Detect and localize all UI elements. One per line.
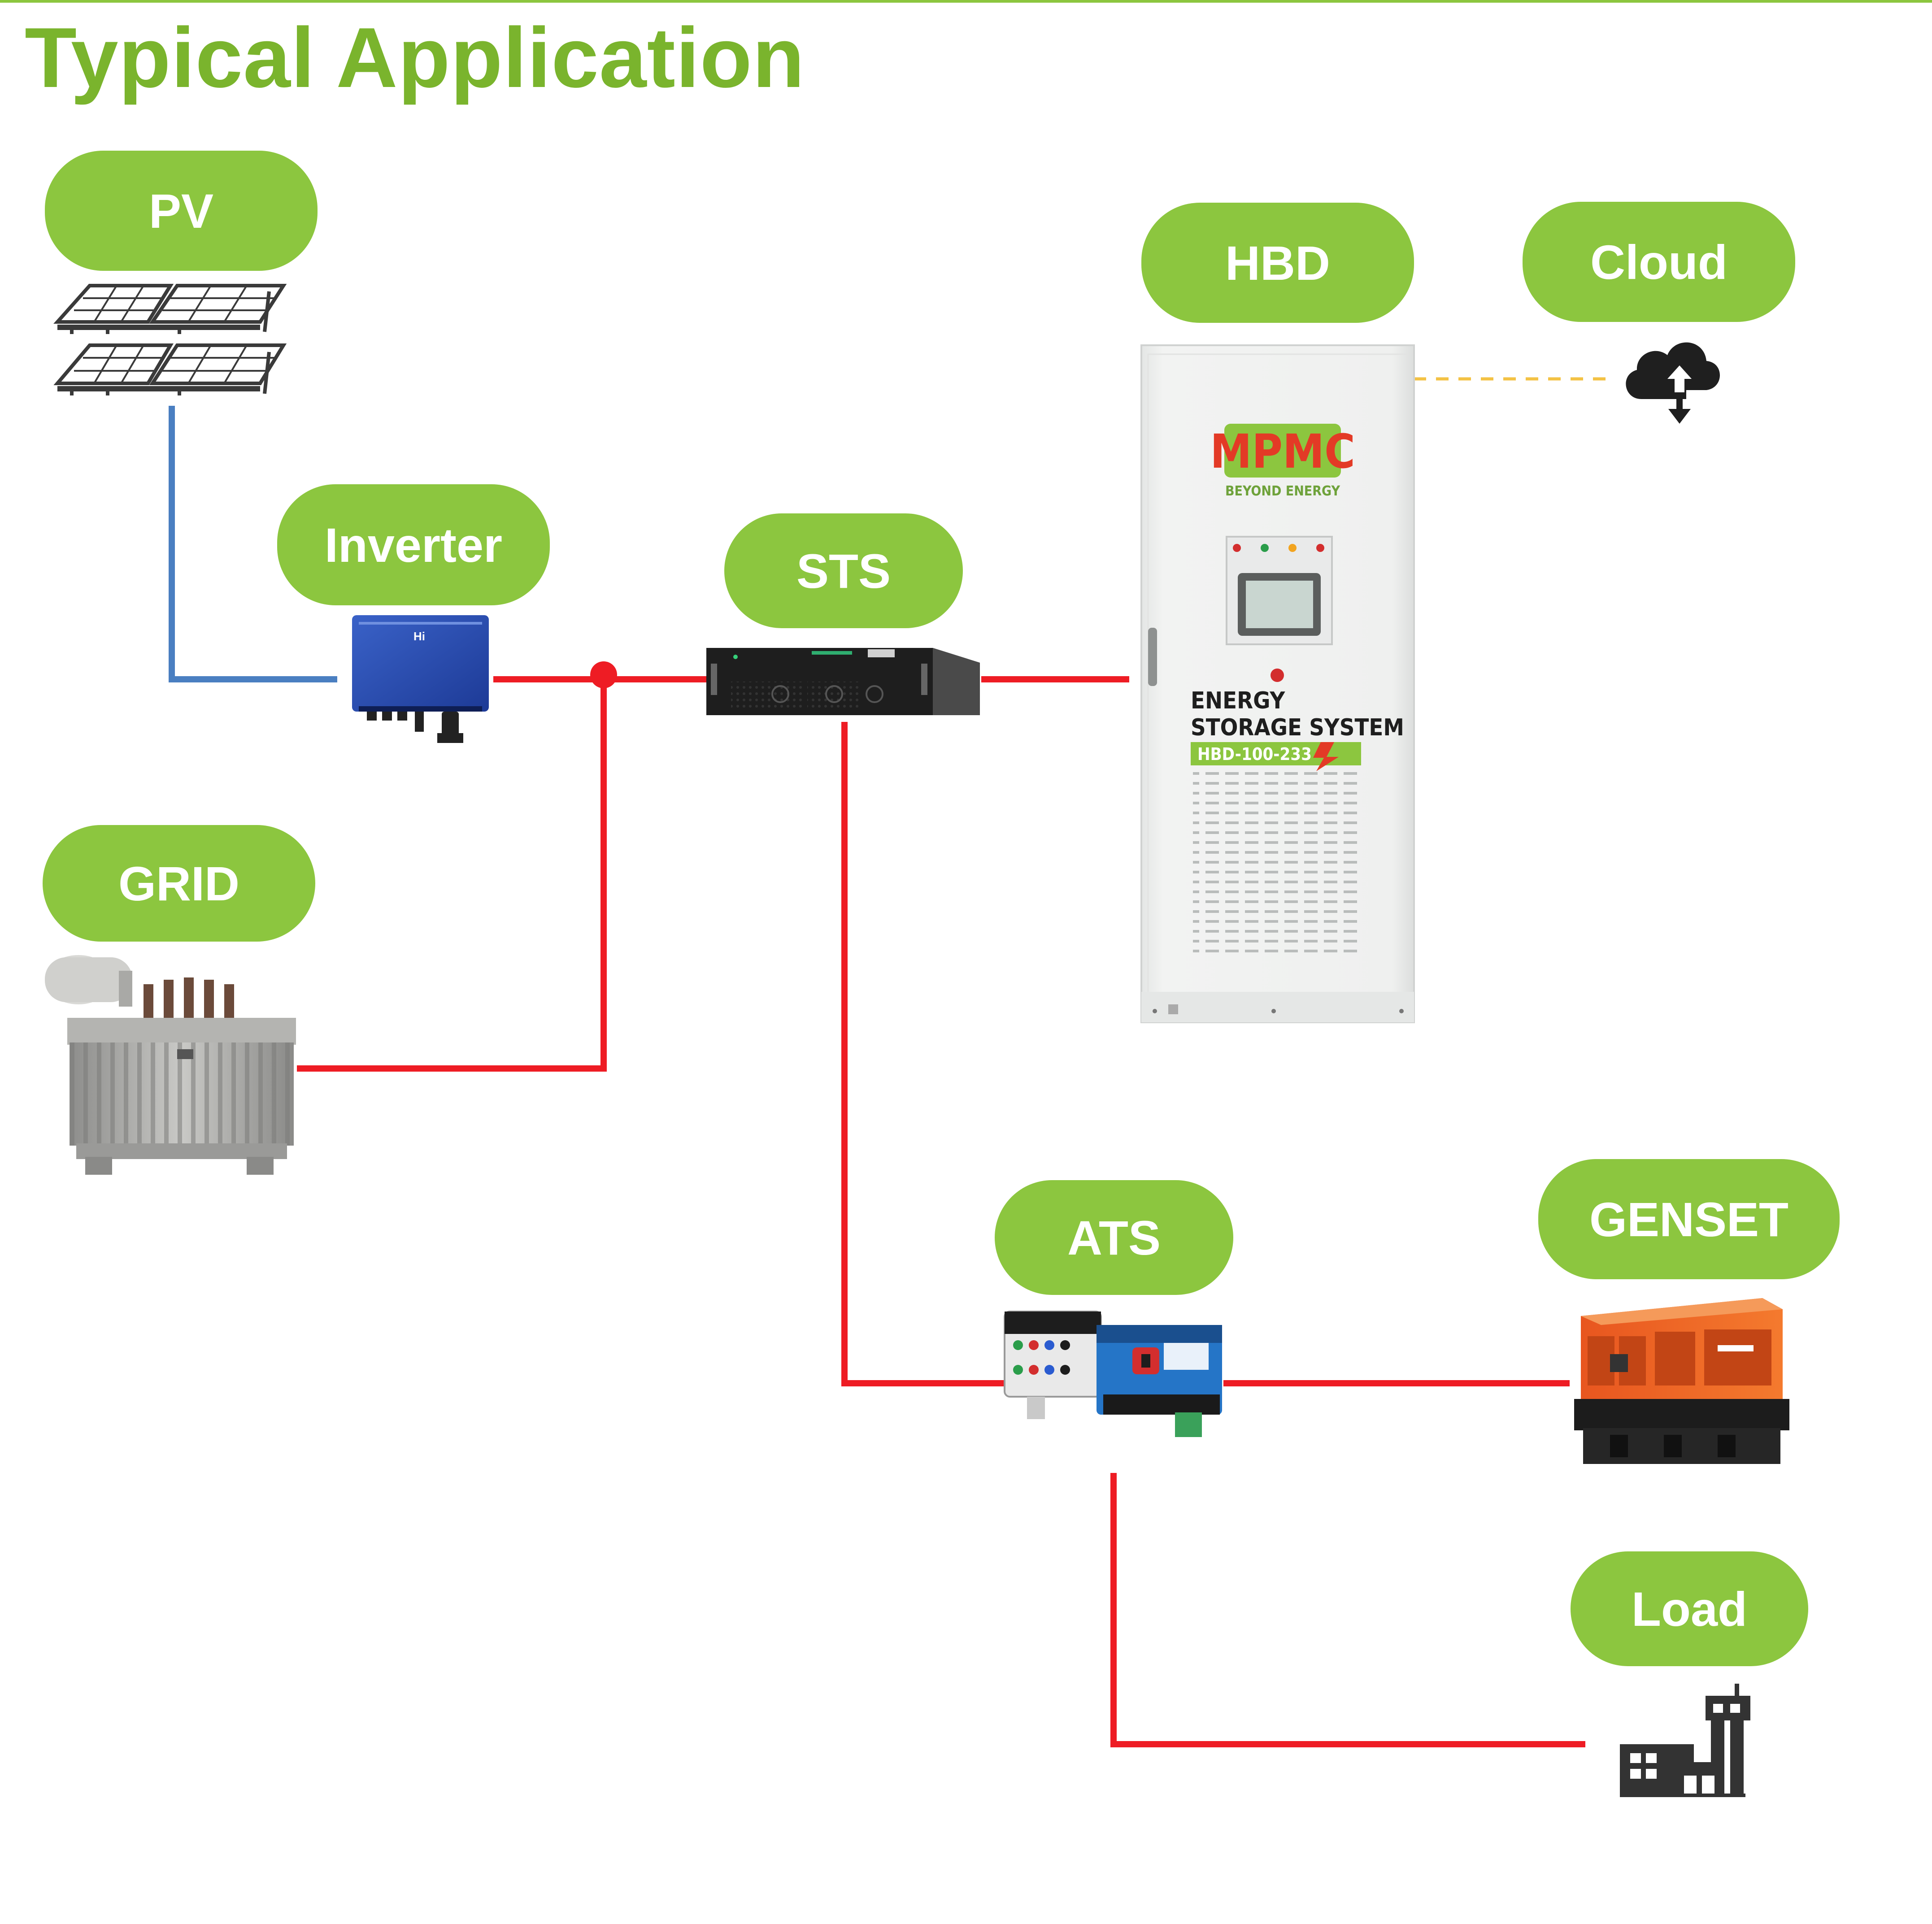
grid-junction-line xyxy=(297,675,607,1072)
cabinet-tagline: BEYOND ENERGY xyxy=(1225,483,1340,499)
cabinet-system-line2: STORAGE SYSTEM xyxy=(1191,714,1404,741)
ats-label: ATS xyxy=(995,1180,1233,1295)
rack-unit-icon xyxy=(706,648,980,715)
cabinet-system-line1: ENERGY xyxy=(1191,687,1285,714)
page-title: Typical Application xyxy=(25,10,805,105)
pv-inverter-line xyxy=(169,406,337,682)
pv-label: PV xyxy=(45,151,318,271)
energy-storage-cabinet: MPMC BEYOND ENERGY ENERGY STORAGE SYSTEM… xyxy=(1140,344,1415,1023)
transfer-switch-icon xyxy=(1004,1311,1222,1437)
genset-label: GENSET xyxy=(1538,1159,1840,1279)
top-rule xyxy=(0,0,1932,3)
load-label: Load xyxy=(1571,1551,1808,1666)
junction-dot xyxy=(590,661,617,688)
solar-panel-icon xyxy=(53,284,287,395)
cloud-label: Cloud xyxy=(1523,202,1795,322)
inverter-brand-mark: Hi xyxy=(413,630,425,643)
generator-icon xyxy=(1574,1298,1789,1464)
hbd-label: HBD xyxy=(1141,203,1414,323)
inverter-icon: Hi xyxy=(352,615,489,743)
ats-load-line xyxy=(1110,1473,1585,1747)
grid-label: GRID xyxy=(43,825,315,942)
sts-ats-line xyxy=(841,722,1005,1386)
cabinet-brand: MPMC xyxy=(1210,424,1355,479)
inverter-label: Inverter xyxy=(277,484,550,605)
factory-icon xyxy=(1620,1684,1750,1797)
transformer-icon xyxy=(45,955,296,1175)
cloud-upload-icon xyxy=(1626,342,1720,424)
connection-lines xyxy=(169,377,1610,1747)
sts-label: STS xyxy=(724,513,963,628)
cabinet-model: HBD-100-233 xyxy=(1197,744,1312,764)
